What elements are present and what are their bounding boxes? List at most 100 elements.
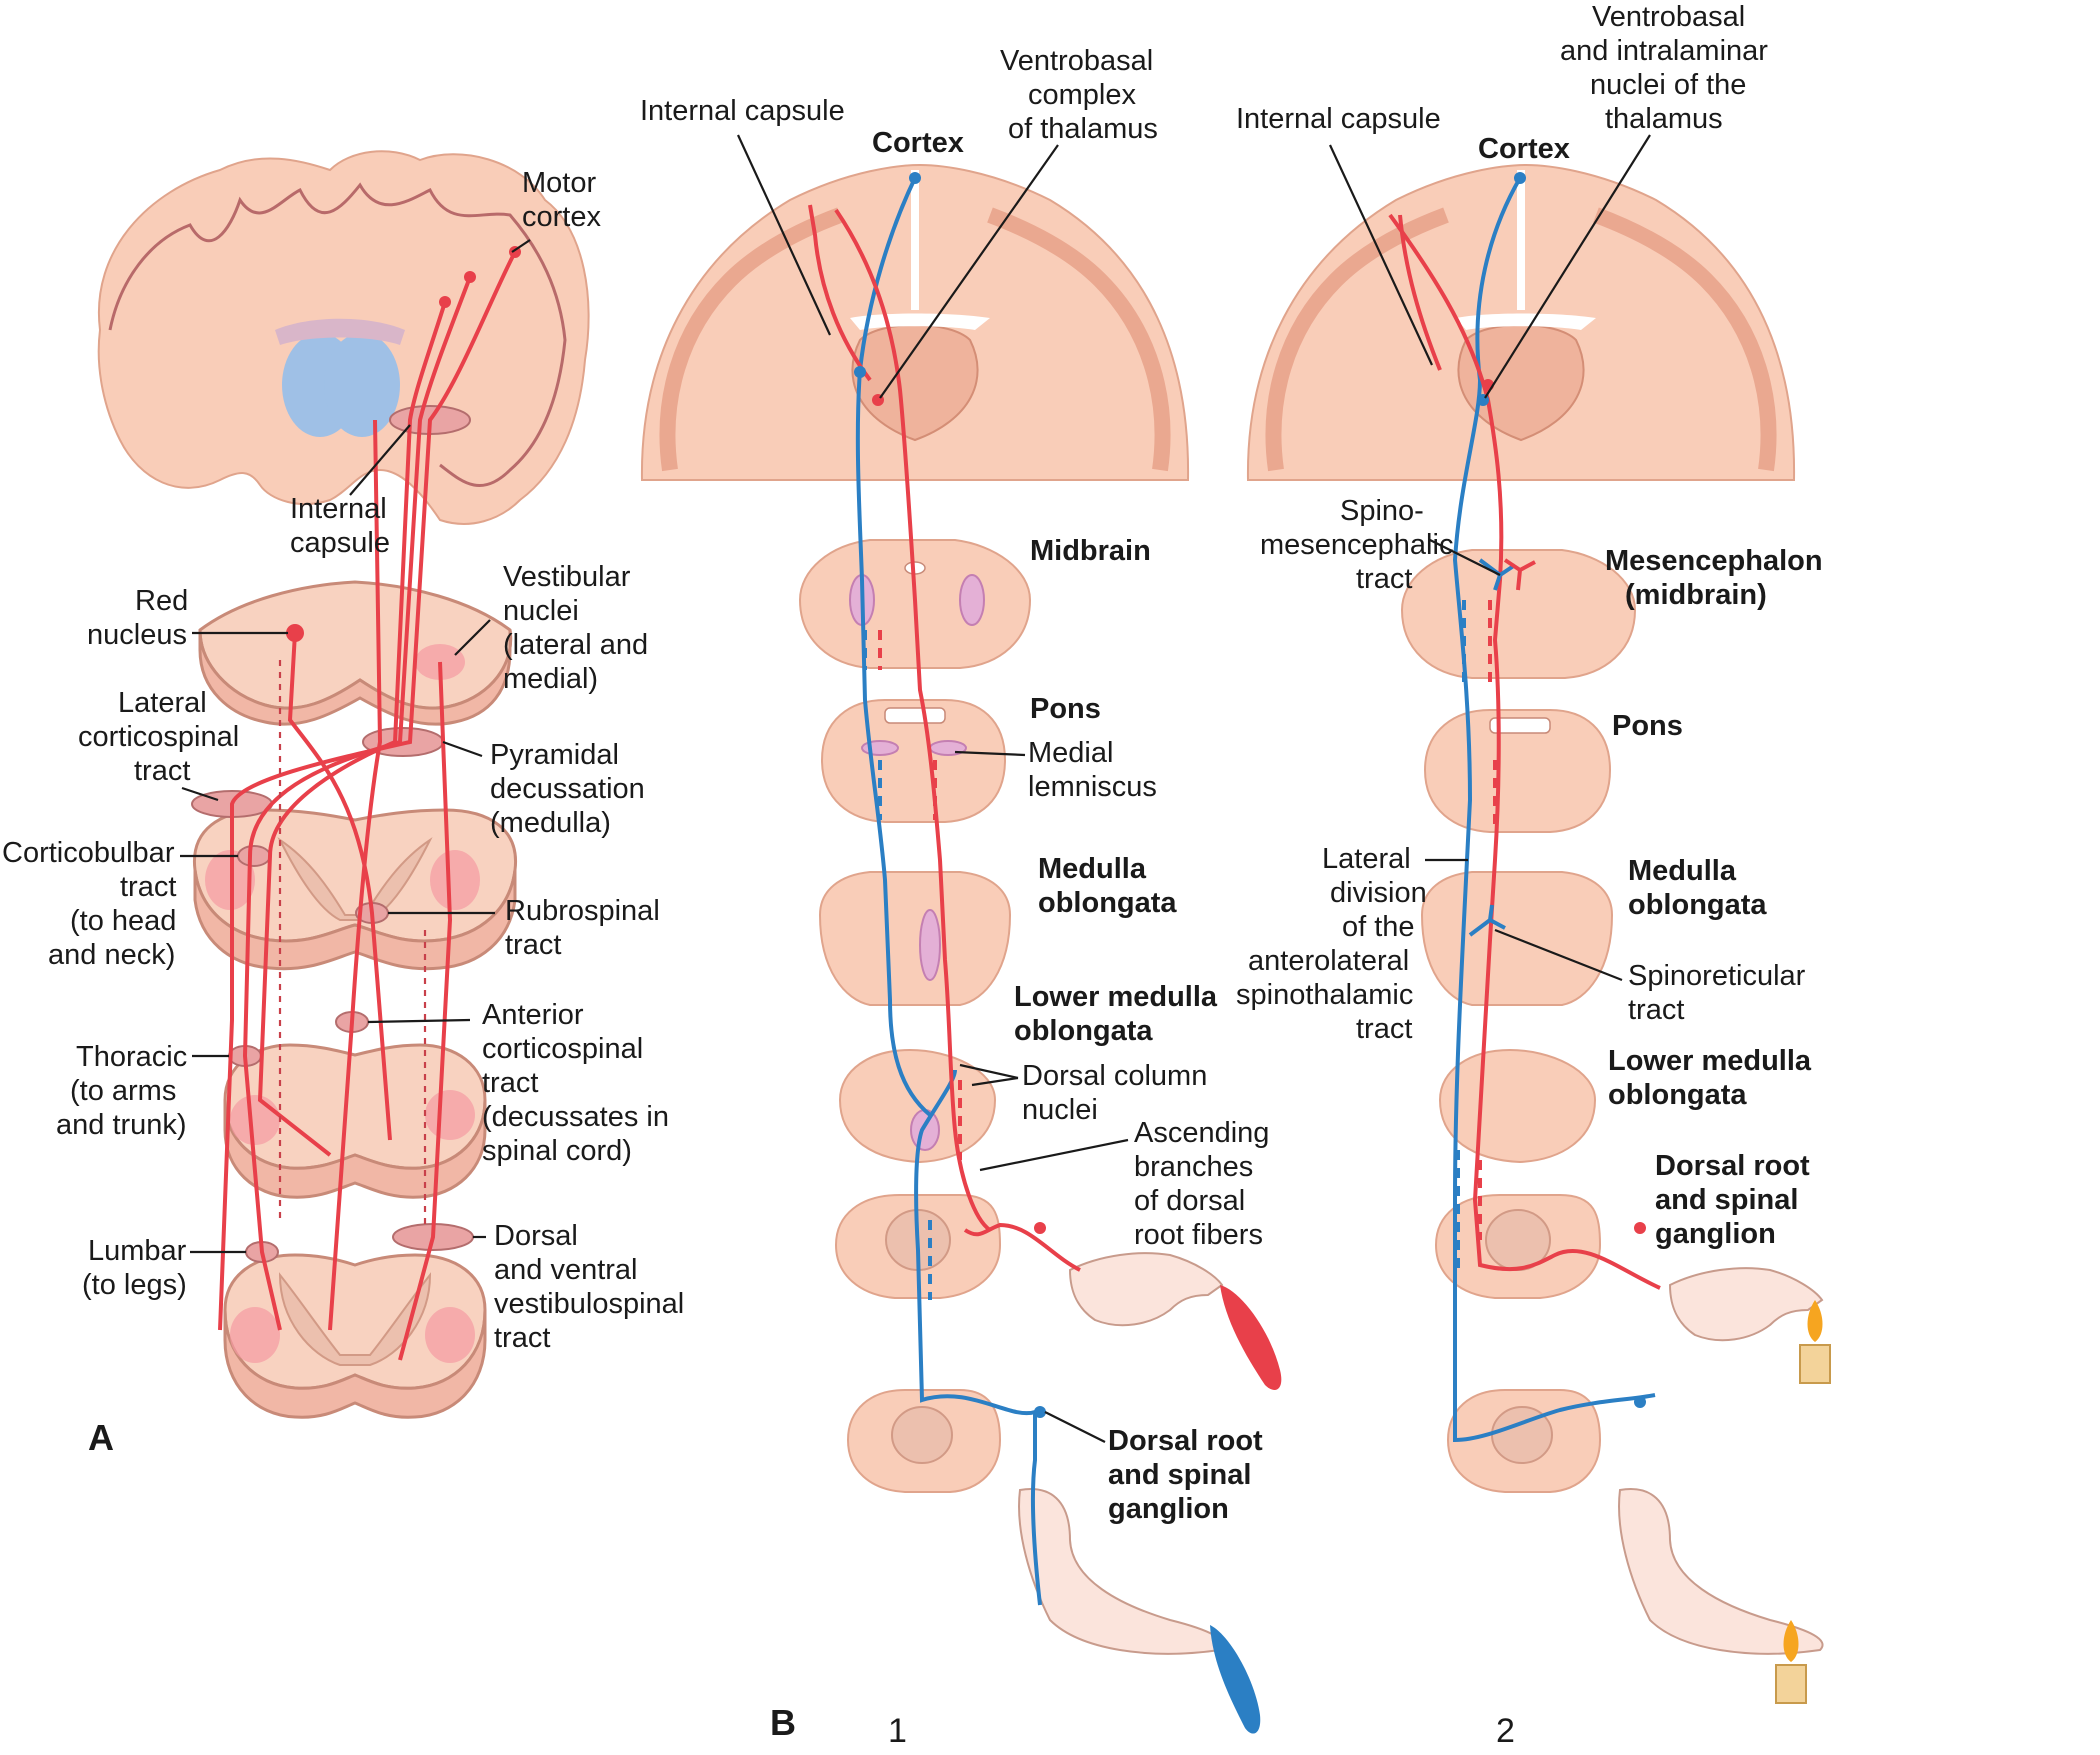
cervical-pink-right [430, 850, 480, 910]
pyramidal-leader [442, 740, 483, 758]
vestibular-leader [454, 619, 491, 656]
dorsal-column-blue-path [914, 1069, 1036, 1416]
dorsal-column-leader-2 [971, 1076, 1019, 1087]
ganglion-blue-b2 [1634, 1396, 1646, 1408]
lower-blue-spinal [1030, 1412, 1042, 1606]
midbrain-side-a [198, 629, 513, 726]
ganglion-blue-b1 [1034, 1406, 1046, 1418]
midbrain-section-b2 [1400, 549, 1637, 679]
lumbar-side-a [223, 1309, 487, 1419]
spinoreticular-leader [1494, 928, 1623, 982]
spinal-grey-b1-lower [891, 1406, 953, 1464]
panel-b2-number: 2 [1496, 1712, 1515, 1750]
pons-label-b2: Pons [1612, 710, 1683, 742]
thalamic-relay-blue-b1 [854, 366, 866, 378]
upper-red-spinal [963, 1222, 1081, 1272]
lateral-red-path-b2 [1398, 214, 1442, 371]
internal-capsule-label-b1: Internal capsule [640, 95, 845, 127]
motor-cortex-leader [511, 239, 531, 253]
vestibulospinal-tract-line [398, 661, 453, 1361]
thoracic-side-a [223, 1099, 487, 1199]
ventricle-right [324, 333, 400, 437]
cortex-label-b2: Cortex [1478, 133, 1570, 165]
lateral-ventricle-b2 [1456, 313, 1596, 330]
ganglion-red-b2 [1634, 1222, 1646, 1234]
corpus-callosum [275, 318, 405, 345]
spinomesencephalic-leader [1429, 539, 1501, 576]
cortex-label-b1: Cortex [872, 127, 964, 159]
lateral-cs-leader [181, 786, 219, 802]
internal-capsule-label-b2: Internal capsule [1236, 103, 1441, 135]
spinomesencephalic-branches-red [1503, 558, 1536, 591]
medial-lemniscus-red-path [834, 208, 992, 1232]
lateral-red-path-b1 [808, 204, 872, 382]
vb-complex-leader [879, 144, 1059, 399]
panel-b-letter: B [770, 1702, 796, 1743]
internal-capsule-leader-b1 [737, 134, 831, 336]
corticobulbar-oval [237, 845, 271, 867]
lumbar-label: Lumbar(to legs) [82, 1235, 187, 1301]
drg-leader-b1 [1044, 1411, 1106, 1443]
anterior-cs-leader [367, 1018, 471, 1024]
cortex-neuron-b1 [909, 172, 921, 184]
pons-ventricle-b1 [884, 707, 946, 724]
lower-medulla-lemniscus-b1 [910, 1109, 940, 1151]
pons-ventricle-b2 [1489, 717, 1551, 734]
corticospinal-tract-1 [218, 251, 517, 1331]
candle-icon-lower [1775, 1620, 1807, 1704]
hand-b2 [1668, 1267, 1824, 1342]
lumbar-pink-left [230, 1307, 280, 1363]
candle-icon-upper [1799, 1300, 1831, 1384]
ganglion-red-b1 [1034, 1222, 1046, 1234]
cortex-gyri-outline [108, 182, 567, 488]
medulla-section-b1 [818, 871, 1012, 1006]
dorsal-column-leader-1 [959, 1063, 1019, 1080]
midbrain-lemniscus-r-b1 [959, 574, 985, 626]
brain-gyri-b1 [659, 207, 1171, 472]
corticospinal-tract-4 [328, 419, 383, 1331]
spinoreticular-branches [1468, 904, 1506, 937]
medial-lemniscus-leader [954, 750, 1026, 757]
lower-medulla-section-b2 [1438, 1048, 1597, 1164]
foot-b2 [1618, 1488, 1824, 1655]
rubrospinal-tract-line [287, 632, 392, 1141]
red-feather-icon [1220, 1285, 1282, 1390]
blue-feather-icon [1210, 1625, 1261, 1734]
motor-cortex-neuron-3 [439, 296, 451, 308]
cervical-side-a [193, 869, 517, 971]
cortex-neuron-b2 [1514, 172, 1526, 184]
internal-capsule-leader-b2 [1329, 144, 1433, 366]
lumbar-grey-matter [278, 1272, 432, 1366]
thoracic-pink-left [230, 1095, 280, 1145]
thoracic-pink-right [425, 1090, 475, 1140]
panel-b1-number: 1 [888, 1712, 907, 1750]
ascending-leader [979, 1138, 1129, 1172]
vb-intralaminar-leader [1484, 134, 1651, 399]
panel-a-letter: A [88, 1417, 114, 1458]
hand-b1 [1068, 1252, 1224, 1327]
